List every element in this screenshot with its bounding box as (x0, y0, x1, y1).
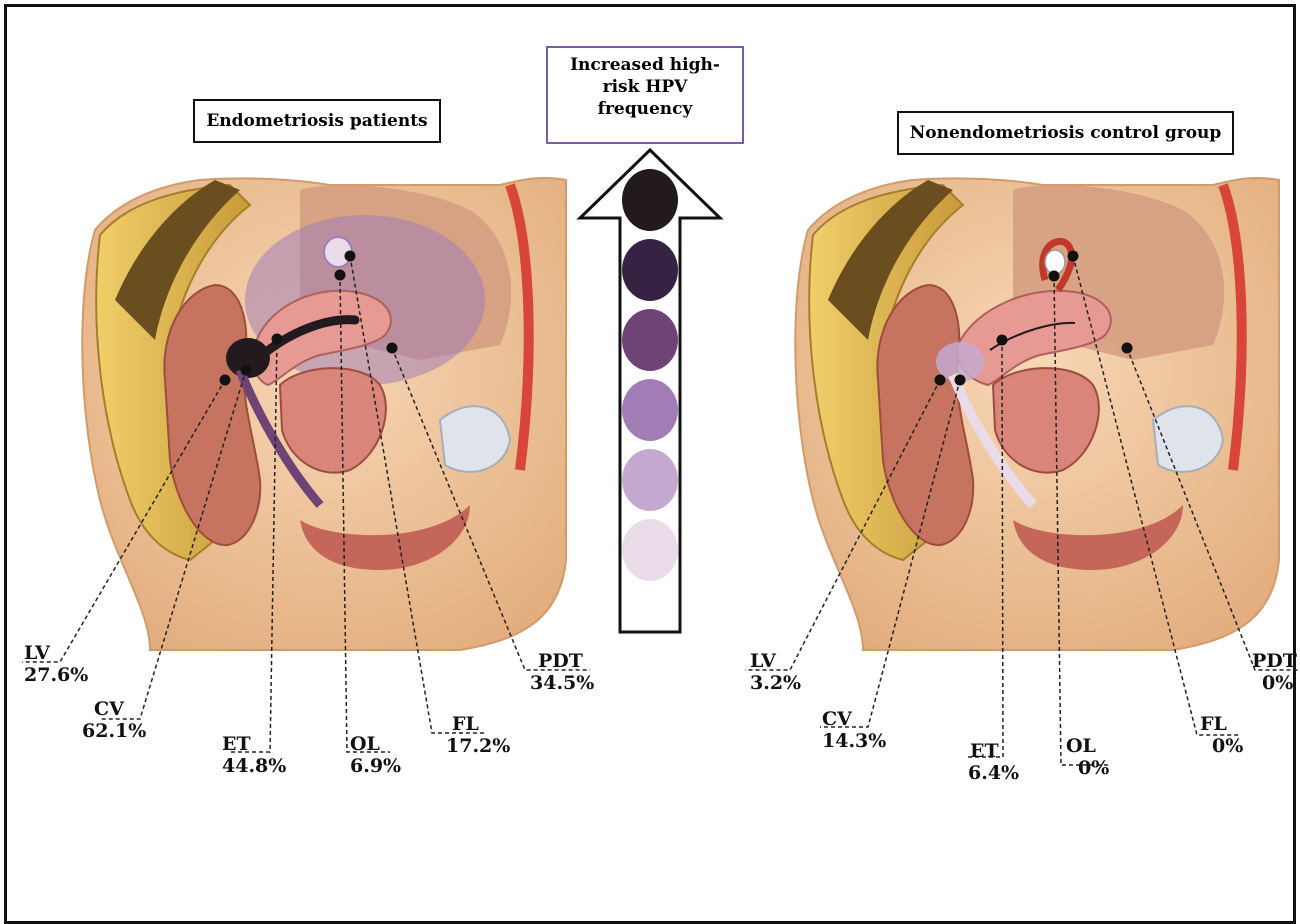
site-value: 0% (1200, 735, 1243, 757)
marker-lv (220, 375, 231, 386)
scale-level-4 (622, 379, 678, 441)
site-name: FL (1200, 713, 1243, 735)
label-ol-control: OL 0% (1066, 735, 1109, 779)
site-name: LV (24, 642, 88, 664)
marker-cv (241, 365, 252, 376)
marker-pdt-control (1122, 343, 1133, 354)
marker-ol (335, 270, 346, 281)
site-value: 0% (1252, 672, 1297, 694)
site-value: 3.2% (750, 672, 801, 694)
site-name: PDT (530, 650, 594, 672)
left-pelvis-illustration (82, 178, 566, 650)
site-name: CV (94, 698, 146, 720)
site-value: 6.4% (968, 762, 1019, 784)
scale-level-1 (622, 169, 678, 231)
right-pelvis-illustration (795, 178, 1279, 650)
site-value: 0% (1066, 757, 1109, 779)
legend-title-line-2: risk HPV (548, 76, 742, 98)
marker-fl (345, 251, 356, 262)
site-value: 14.3% (822, 730, 886, 752)
label-cv-control: CV 14.3% (822, 708, 886, 752)
right-panel-title: Nonendometriosis control group (897, 111, 1234, 155)
marker-fl-control (1068, 251, 1079, 262)
legend-title-line-3: frequency (548, 98, 742, 120)
marker-et (272, 334, 283, 345)
marker-lv-control (935, 375, 946, 386)
site-name: ET (222, 733, 286, 755)
label-pdt: PDT 34.5% (530, 650, 594, 694)
scale-level-2 (622, 239, 678, 301)
right-ovary (1045, 250, 1065, 274)
scale-level-3 (622, 309, 678, 371)
site-value: 17.2% (446, 735, 510, 757)
label-ol: OL 6.9% (350, 733, 401, 777)
site-value: 62.1% (82, 720, 146, 742)
site-value: 44.8% (222, 755, 286, 777)
site-value: 34.5% (530, 672, 594, 694)
label-fl: FL 17.2% (442, 713, 510, 757)
label-et: ET 44.8% (222, 733, 286, 777)
legend-title-box: Increased high- risk HPV frequency (546, 46, 744, 144)
site-name: ET (968, 740, 1019, 762)
marker-cv-control (955, 375, 966, 386)
label-pdt-control: PDT 0% (1252, 650, 1297, 694)
site-value: 6.9% (350, 755, 401, 777)
site-value: 27.6% (24, 664, 88, 686)
marker-ol-control (1049, 271, 1060, 282)
label-cv: CV 62.1% (94, 698, 146, 742)
site-name: FL (442, 713, 510, 735)
label-et-control: ET 6.4% (968, 740, 1019, 784)
scale-level-5 (622, 449, 678, 511)
marker-pdt (387, 343, 398, 354)
scale-level-6 (622, 519, 678, 581)
site-name: OL (1066, 735, 1109, 757)
site-name: LV (750, 650, 801, 672)
label-lv-control: LV 3.2% (750, 650, 801, 694)
site-name: PDT (1252, 650, 1297, 672)
site-name: CV (822, 708, 886, 730)
marker-et-control (997, 335, 1008, 346)
legend-title-line-1: Increased high- (548, 54, 742, 76)
label-lv: LV 27.6% (24, 642, 88, 686)
site-name: OL (350, 733, 401, 755)
left-panel-title: Endometriosis patients (193, 99, 441, 143)
label-fl-control: FL 0% (1200, 713, 1243, 757)
